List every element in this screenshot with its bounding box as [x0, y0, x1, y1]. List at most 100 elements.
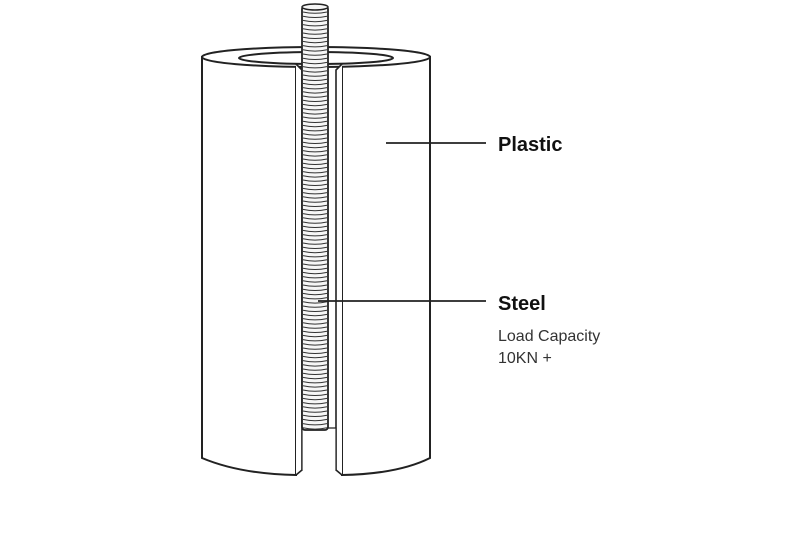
steel-rod-thread [302, 150, 328, 153]
steel-rod-thread [302, 288, 328, 291]
steel-rod-thread [302, 368, 328, 371]
steel-rod-thread [302, 423, 328, 426]
steel-rod-thread [302, 70, 328, 73]
steel-rod-thread [302, 355, 328, 359]
steel-rod-thread [302, 116, 328, 119]
steel-rod-thread [302, 414, 328, 417]
steel-rod-thread [302, 91, 328, 94]
steel-rod-thread [302, 137, 328, 140]
steel-rod-thread [302, 364, 328, 367]
steel-rod-thread [302, 250, 328, 254]
cylinder-slit-bottom [301, 427, 337, 470]
steel-rod-thread [302, 297, 328, 300]
steel-rod-thread [302, 120, 328, 123]
steel-rod-thread [302, 154, 328, 157]
steel-rod-thread [302, 82, 328, 86]
steel-rod-thread [302, 11, 328, 14]
steel-rod-thread [302, 133, 328, 136]
steel-rod-thread [302, 24, 328, 27]
steel-rod-thread [302, 171, 328, 174]
steel-rod-thread [302, 221, 328, 224]
steel-rod-thread [302, 217, 328, 220]
steel-rod-thread [302, 53, 328, 56]
steel-rod-thread [302, 74, 328, 77]
steel-rod-thread [302, 192, 328, 195]
steel-rod-thread [302, 427, 328, 430]
steel-rod-thread [302, 28, 328, 31]
steel-rod-thread [302, 397, 328, 401]
steel-rod-thread [302, 238, 328, 241]
steel-rod-thread [302, 57, 328, 60]
steel-rod-thread [302, 213, 328, 216]
steel-rod-thread [302, 208, 328, 212]
steel-rod-thread [302, 347, 328, 350]
steel-rod-thread [302, 309, 328, 312]
steel-rod-thread [302, 103, 328, 107]
steel-rod-thread [302, 49, 328, 52]
cylinder-slit-right-face [335, 63, 343, 476]
steel-rod-thread [302, 19, 328, 23]
steel-rod-thread [302, 339, 328, 342]
steel-rod-thread [302, 259, 328, 262]
steel-rod-thread [302, 322, 328, 325]
steel-rod-thread [302, 175, 328, 178]
steel-rod-thread [302, 61, 328, 65]
steel-rod-thread [302, 313, 328, 317]
steel-rod-thread [302, 32, 328, 35]
steel-rod-thread [302, 301, 328, 304]
steel-rod-thread [302, 385, 328, 388]
steel-rod-thread [302, 36, 328, 39]
steel-load-capacity-value: 10KN + [498, 350, 552, 367]
steel-rod-thread [302, 330, 328, 333]
steel-rod-thread [302, 196, 328, 199]
steel-rod-thread [302, 183, 328, 186]
steel-rod-thread [302, 418, 328, 422]
steel-rod-thread [302, 292, 328, 296]
steel-rod-thread [302, 402, 328, 405]
steel-rod-thread [302, 372, 328, 375]
steel-rod-thread [302, 381, 328, 384]
steel-rod-thread [302, 406, 328, 409]
steel-rod-thread [302, 393, 328, 396]
steel-load-capacity-text: Load Capacity [498, 328, 600, 345]
steel-rod-threads [302, 11, 328, 430]
steel-rod-thread [302, 410, 328, 413]
steel-rod-thread [302, 334, 328, 338]
plastic-cylinder-right-half [341, 55, 431, 477]
steel-rod-thread [302, 187, 328, 191]
steel-label: Steel [498, 293, 546, 315]
steel-rod-top [301, 3, 329, 11]
steel-rod-thread [302, 255, 328, 258]
steel-rod-thread [302, 112, 328, 115]
steel-rod-thread [302, 280, 328, 283]
steel-rod-thread [302, 229, 328, 233]
steel-rod-thread [302, 78, 328, 81]
steel-rod-thread [302, 40, 328, 44]
steel-rod-thread [302, 45, 328, 48]
steel-rod-thread [302, 389, 328, 392]
steel-rod-thread [302, 95, 328, 98]
steel-rod-thread [302, 326, 328, 329]
steel-rod-thread [302, 360, 328, 363]
steel-rod-thread [302, 141, 328, 144]
steel-rod-thread [302, 145, 328, 149]
steel-rod-thread [302, 376, 328, 380]
steel-rod-thread [302, 166, 328, 170]
steel-rod-thread [302, 351, 328, 354]
steel-rod-thread [302, 200, 328, 203]
steel-rod-thread [302, 234, 328, 237]
plastic-cylinder-left-half [201, 55, 297, 477]
steel-rod-thread [302, 99, 328, 102]
steel-rod-thread [302, 158, 328, 161]
steel-rod-thread [302, 162, 328, 165]
steel-rod-thread [302, 284, 328, 287]
steel-rod-thread [302, 263, 328, 266]
steel-rod-thread [302, 271, 328, 275]
steel-rod-thread [302, 15, 328, 18]
steel-rod-thread [302, 276, 328, 279]
steel-rod-thread [302, 225, 328, 228]
steel-rod-thread [302, 267, 328, 270]
steel-rod-thread [302, 246, 328, 249]
steel-rod-thread [302, 124, 328, 128]
